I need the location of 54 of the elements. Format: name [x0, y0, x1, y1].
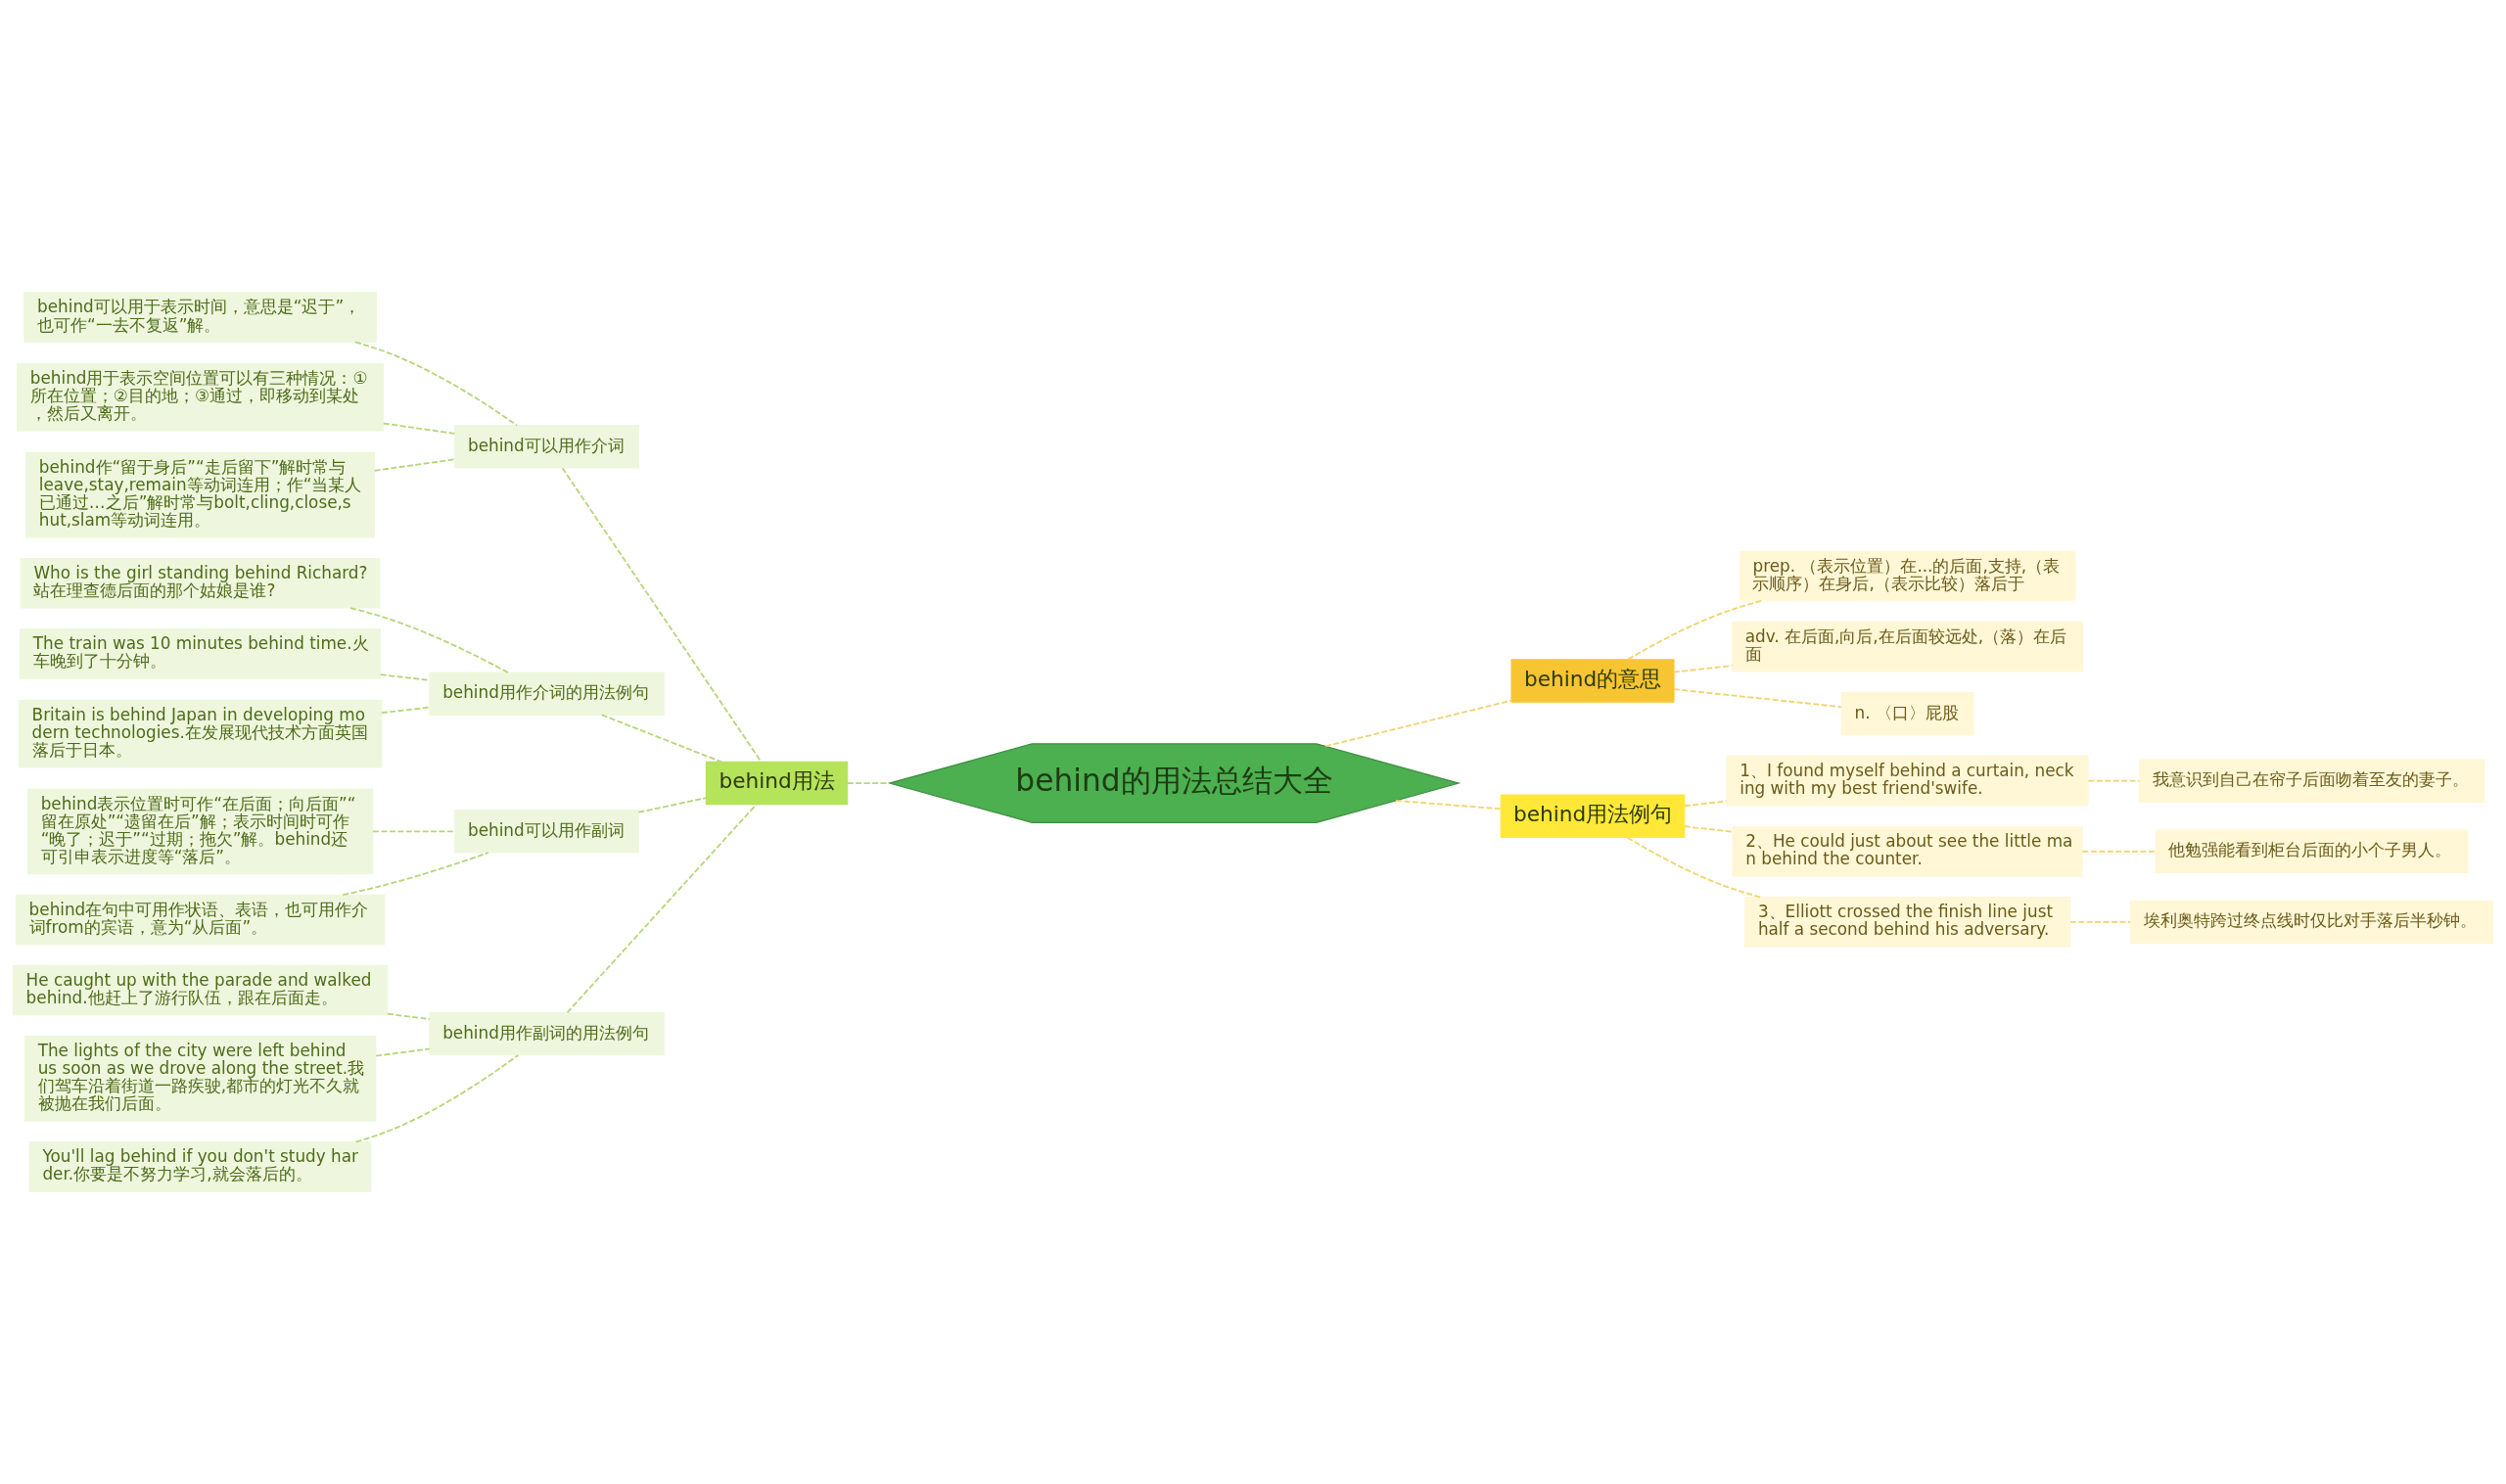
connector: [561, 467, 763, 764]
node-box: behind用作副词的用法例句: [429, 1011, 665, 1056]
node-box: behind可以用作副词: [454, 810, 639, 854]
node-box: Who is the girl standing behind Richard? 站在理查德后面的那个姑娘是谁?: [20, 557, 381, 609]
node-box: The train was 10 minutes behind time.火车晚到了十分钟。: [20, 628, 382, 679]
connector: [354, 341, 518, 427]
connector: [600, 714, 723, 764]
node-box: behind的意思: [1510, 659, 1675, 703]
node-box: behind在句中可用作状语、表语，也可用作介词from的宾语，意为“从后面”。: [15, 894, 386, 946]
node-box: 2、He could just about see the little man behind the counter.: [1732, 825, 2083, 877]
node-box: behind用于表示空间位置可以有三种情况：①所在位置；②目的地；③通过，即移动到某处，然后又离开。: [17, 362, 385, 432]
connector: [1673, 688, 1842, 709]
connector: [349, 607, 509, 673]
connector: [382, 422, 456, 435]
node-box: behind用法例句: [1500, 794, 1686, 838]
node-box: prep. （表示位置）在...的后面,支持,（表示顺序）在身后,（表示比较）落后于: [1739, 550, 2076, 602]
connector: [2081, 850, 2157, 853]
connector: [1684, 825, 1734, 833]
connector: [847, 782, 891, 784]
node-box: The lights of the city were left behind us soon as we drove along the street.我们驾车沿着街道一路疾驶,都市的灯光不久就被抛在我们后面。: [23, 1035, 377, 1122]
connector: [1324, 699, 1512, 748]
node-box: He caught up with the parade and walked behind.他赶上了游行队伍，跟在后面走。: [12, 964, 389, 1016]
node-box: behind可以用于表示时间，意思是“迟于”，也可作“一去不复返”解。: [23, 292, 377, 343]
node-box: behind用作介词的用法例句: [429, 672, 665, 716]
node-box: 我意识到自己在帘子后面吻着至友的妻子。: [2138, 759, 2485, 803]
connector: [342, 852, 489, 897]
node-box: 他勉强能看到柜台后面的小个子男人。: [2155, 829, 2469, 874]
connector: [1395, 800, 1502, 811]
connector: [2069, 921, 2132, 923]
node-box: 埃利奥特跨过终点线时仅比对手落后半秒钟。: [2129, 900, 2494, 945]
connector: [379, 673, 431, 681]
node-box: 1、I found myself behind a curtain, necking with my best friend'swife.: [1726, 755, 2089, 807]
node-box: Britain is behind Japan in developing modern technologies.在发展现代技术方面英国落后于日本。: [18, 699, 383, 768]
connector: [637, 797, 708, 813]
connector: [387, 1012, 431, 1020]
node-box: behind作“留于身后”“走后留下”解时常与leave,stay,remain等动词连用；作“当某人已通过…之后”解时常与bolt,cling,close,shut,slam等动词连用。: [25, 451, 376, 538]
connector: [1627, 599, 1763, 661]
node-box: adv. 在后面,向后,在后面较远处,（落）在后面: [1731, 621, 2084, 672]
node-box: behind表示位置时可作“在后面；向后面”“留在原处”“遗留在后”解；表示时间时可作“晚了；迟于”“过期；拖欠”解。behind还可引申表示进度等“落后”。: [26, 788, 374, 875]
connector: [372, 830, 456, 833]
node-box: You'll lag behind if you don't study harder.你要是不努力学习,就会落后的。: [28, 1141, 372, 1192]
connector: [2087, 779, 2140, 782]
node-box: n. 〈口〉屁股: [1840, 691, 1974, 736]
connector: [354, 1054, 520, 1143]
node-box: behind可以用作介词: [454, 425, 639, 469]
connector: [566, 803, 758, 1014]
node-box: behind用法: [705, 761, 849, 806]
node-box: 3、Elliott crossed the finish line just half a second behind his adversary.: [1744, 897, 2071, 948]
connector: [373, 458, 456, 472]
connector: [375, 1047, 431, 1057]
connector: [1684, 800, 1728, 808]
connector: [1626, 836, 1762, 899]
connector: [1673, 665, 1734, 673]
connector: [380, 706, 431, 715]
